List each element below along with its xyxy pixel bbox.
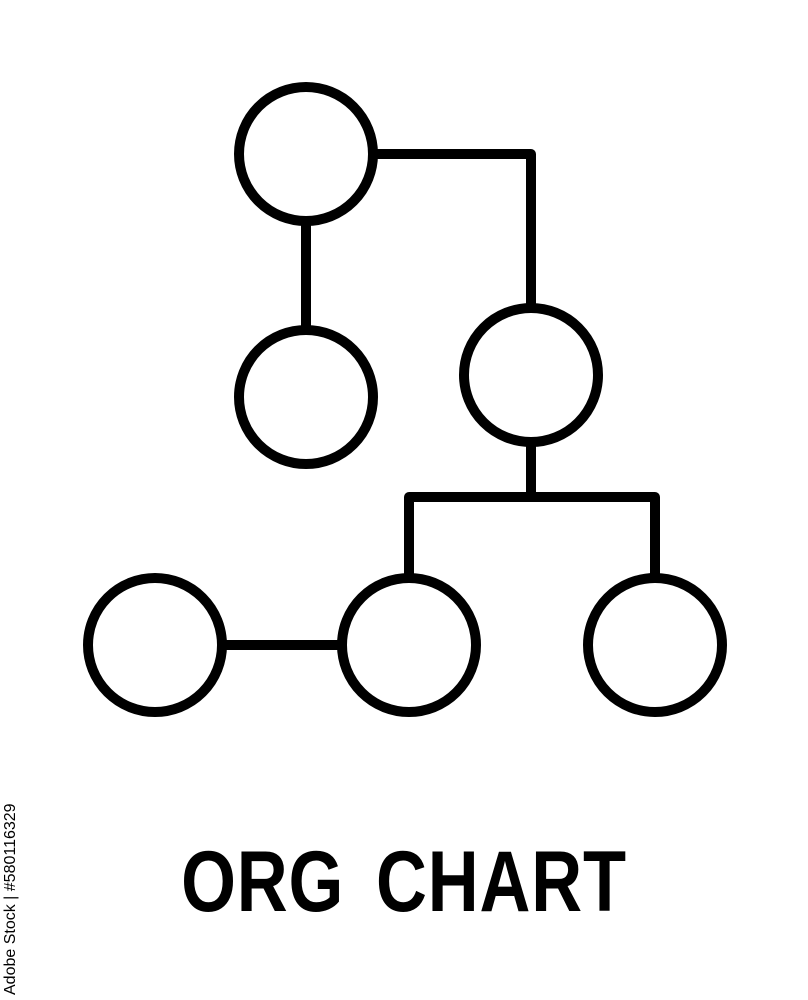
node-bottom-middle [337, 573, 481, 717]
node-right-child [459, 303, 603, 447]
node-bottom-far-left [83, 573, 227, 717]
edge-branch-to-bottom-middle [404, 492, 536, 582]
edge-branch-to-bottom-right [526, 492, 660, 582]
node-bottom-right [583, 573, 727, 717]
node-left-child [234, 325, 378, 469]
edge-root-to-right-child [369, 149, 536, 310]
stock-id-watermark: Adobe Stock | #580116329 [2, 803, 19, 995]
node-root [234, 82, 378, 226]
diagram-title: ORG CHART [181, 834, 627, 930]
